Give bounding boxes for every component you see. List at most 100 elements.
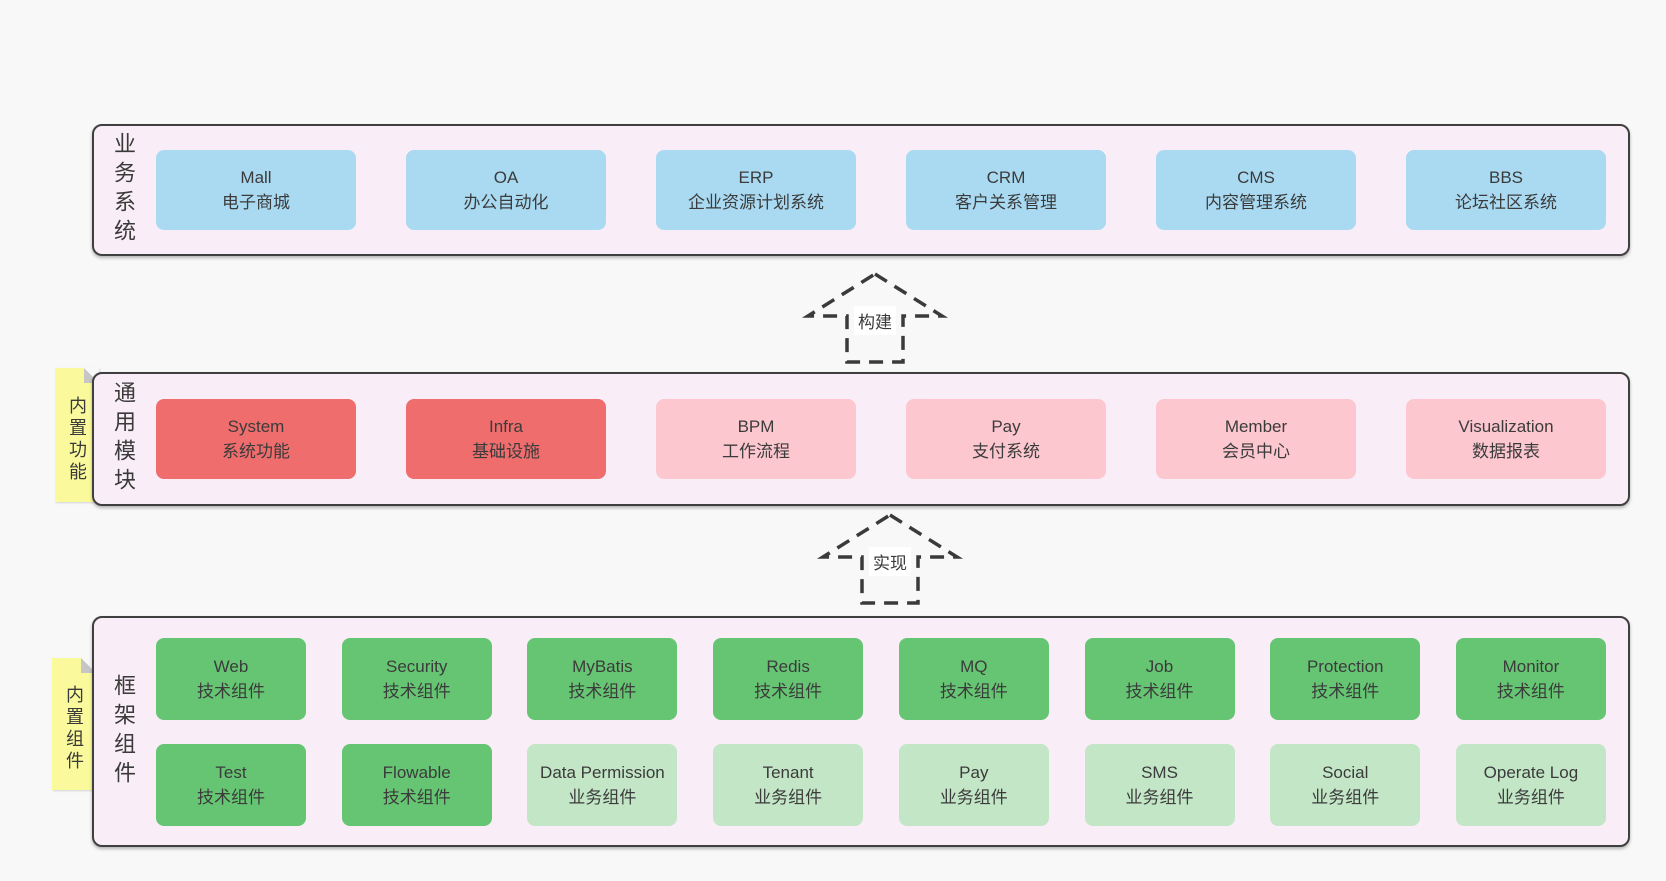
box-subtitle: 业务组件 <box>1311 787 1380 807</box>
box-social: Social 业务组件 <box>1270 743 1421 826</box>
box-title: Infra <box>488 417 524 436</box>
box-oa: OA 办公自动化 <box>406 150 606 230</box>
box-data-permission: Data Permission 业务组件 <box>527 743 678 826</box>
box-operate-log: Operate Log 业务组件 <box>1455 743 1606 826</box>
box-bpm: BPM 工作流程 <box>656 399 856 479</box>
box-title: Mall <box>240 168 272 187</box>
box-mq: MQ 技术组件 <box>898 637 1049 720</box>
box-cms: CMS 内容管理系统 <box>1156 150 1356 230</box>
box-subtitle: 技术组件 <box>382 681 451 701</box>
box-subtitle: 技术组件 <box>568 681 637 701</box>
box-infra: Infra 基础设施 <box>406 399 606 479</box>
box-title: Protection <box>1306 656 1384 676</box>
box-erp: ERP 企业资源计划系统 <box>656 150 856 230</box>
arrow-label: 构建 <box>854 306 896 335</box>
box-redis: Redis 技术组件 <box>713 637 864 720</box>
box-crm: CRM 客户关系管理 <box>906 150 1106 230</box>
box-title: Visualization <box>1458 417 1554 436</box>
box-title: OA <box>493 168 519 187</box>
box-subtitle: 数据报表 <box>1472 442 1540 461</box>
box-title: Job <box>1145 656 1174 676</box>
box-subtitle: 电子商城 <box>222 193 290 212</box>
box-title: SMS <box>1141 762 1178 782</box>
box-title: Member <box>1224 417 1288 436</box>
box-pay: Pay 业务组件 <box>898 743 1049 826</box>
box-title: Data Permission <box>540 762 665 782</box>
box-title: Tenant <box>762 762 814 782</box>
box-subtitle: 技术组件 <box>1496 681 1565 701</box>
sticky-note-built-in-components: 内置组件 <box>52 658 96 790</box>
dashed-up-arrow-icon <box>816 512 964 605</box>
box-subtitle: 会员中心 <box>1222 442 1290 461</box>
box-title: Flowable <box>382 762 451 782</box>
box-job: Job 技术组件 <box>1084 637 1235 720</box>
box-subtitle: 基础设施 <box>472 442 540 461</box>
box-subtitle: 客户关系管理 <box>955 193 1057 212</box>
sticky-note-built-in-features: 内置功能 <box>55 368 99 502</box>
box-subtitle: 技术组件 <box>1311 681 1380 701</box>
box-subtitle: 技术组件 <box>1125 681 1194 701</box>
box-visualization: Visualization 数据报表 <box>1406 399 1606 479</box>
layer-label: 业务系统 <box>111 132 136 248</box>
box-security: Security 技术组件 <box>341 637 492 720</box>
sticky-note-label: 内置功能 <box>67 396 87 484</box>
layer-box-rows: Mall 电子商城 OA 办公自动化 ERP 企业资源计划系统 CRM 客户关系管理 CMS 内容… <box>156 126 1606 254</box>
box-title: CRM <box>986 168 1026 187</box>
box-subtitle: 业务组件 <box>1125 787 1194 807</box>
box-subtitle: 技术组件 <box>197 681 265 701</box>
layer-label: 通用模块 <box>111 381 136 497</box>
box-subtitle: 技术组件 <box>197 787 265 807</box>
box-subtitle: 工作流程 <box>722 442 790 461</box>
layer-business-systems: 业务系统 Mall 电子商城 OA 办公自动化 ERP 企业资源计划系统 CRM 客户关系管理… <box>92 124 1630 256</box>
box-tenant: Tenant 业务组件 <box>713 743 864 826</box>
arrow-build-up: 构建 <box>800 270 950 366</box>
box-title: Operate Log <box>1483 762 1579 782</box>
box-protection: Protection 技术组件 <box>1270 637 1421 720</box>
box-subtitle: 业务组件 <box>939 787 1008 807</box>
box-subtitle: 业务组件 <box>754 787 823 807</box>
box-subtitle: 企业资源计划系统 <box>688 193 824 212</box>
arrow-implement-up: 实现 <box>815 511 965 607</box>
box-title: Test <box>215 762 247 782</box>
box-subtitle: 技术组件 <box>754 681 823 701</box>
box-title: Redis <box>766 656 810 676</box>
box-title: Security <box>385 656 448 676</box>
box-subtitle: 内容管理系统 <box>1205 193 1307 212</box>
box-subtitle: 支付系统 <box>972 442 1040 461</box>
box-title: Web <box>213 656 249 676</box>
box-title: Pay <box>991 417 1021 436</box>
dashed-up-arrow-icon <box>801 271 949 364</box>
box-title: BPM <box>737 417 775 436</box>
box-pay: Pay 支付系统 <box>906 399 1106 479</box>
box-title: CMS <box>1237 168 1275 187</box>
box-title: Social <box>1322 762 1369 782</box>
box-mybatis: MyBatis 技术组件 <box>527 637 678 720</box>
box-title: ERP <box>738 168 774 187</box>
box-subtitle: 业务组件 <box>568 787 637 807</box>
box-title: MyBatis <box>572 656 633 676</box>
box-web: Web 技术组件 <box>156 637 306 720</box>
box-subtitle: 办公自动化 <box>463 193 549 212</box>
box-mall: Mall 电子商城 <box>156 150 356 230</box>
box-member: Member 会员中心 <box>1156 399 1356 479</box>
box-subtitle: 业务组件 <box>1496 787 1565 807</box>
box-title: MQ <box>960 656 988 676</box>
arrow-label: 实现 <box>869 547 911 576</box>
box-title: System <box>227 417 285 436</box>
box-title: Pay <box>959 762 989 782</box>
box-sms: SMS 业务组件 <box>1084 743 1235 826</box>
box-subtitle: 技术组件 <box>939 681 1008 701</box>
box-row: Mall 电子商城 OA 办公自动化 ERP 企业资源计划系统 CRM 客户关系管理 CMS 内容… <box>156 150 1606 230</box>
